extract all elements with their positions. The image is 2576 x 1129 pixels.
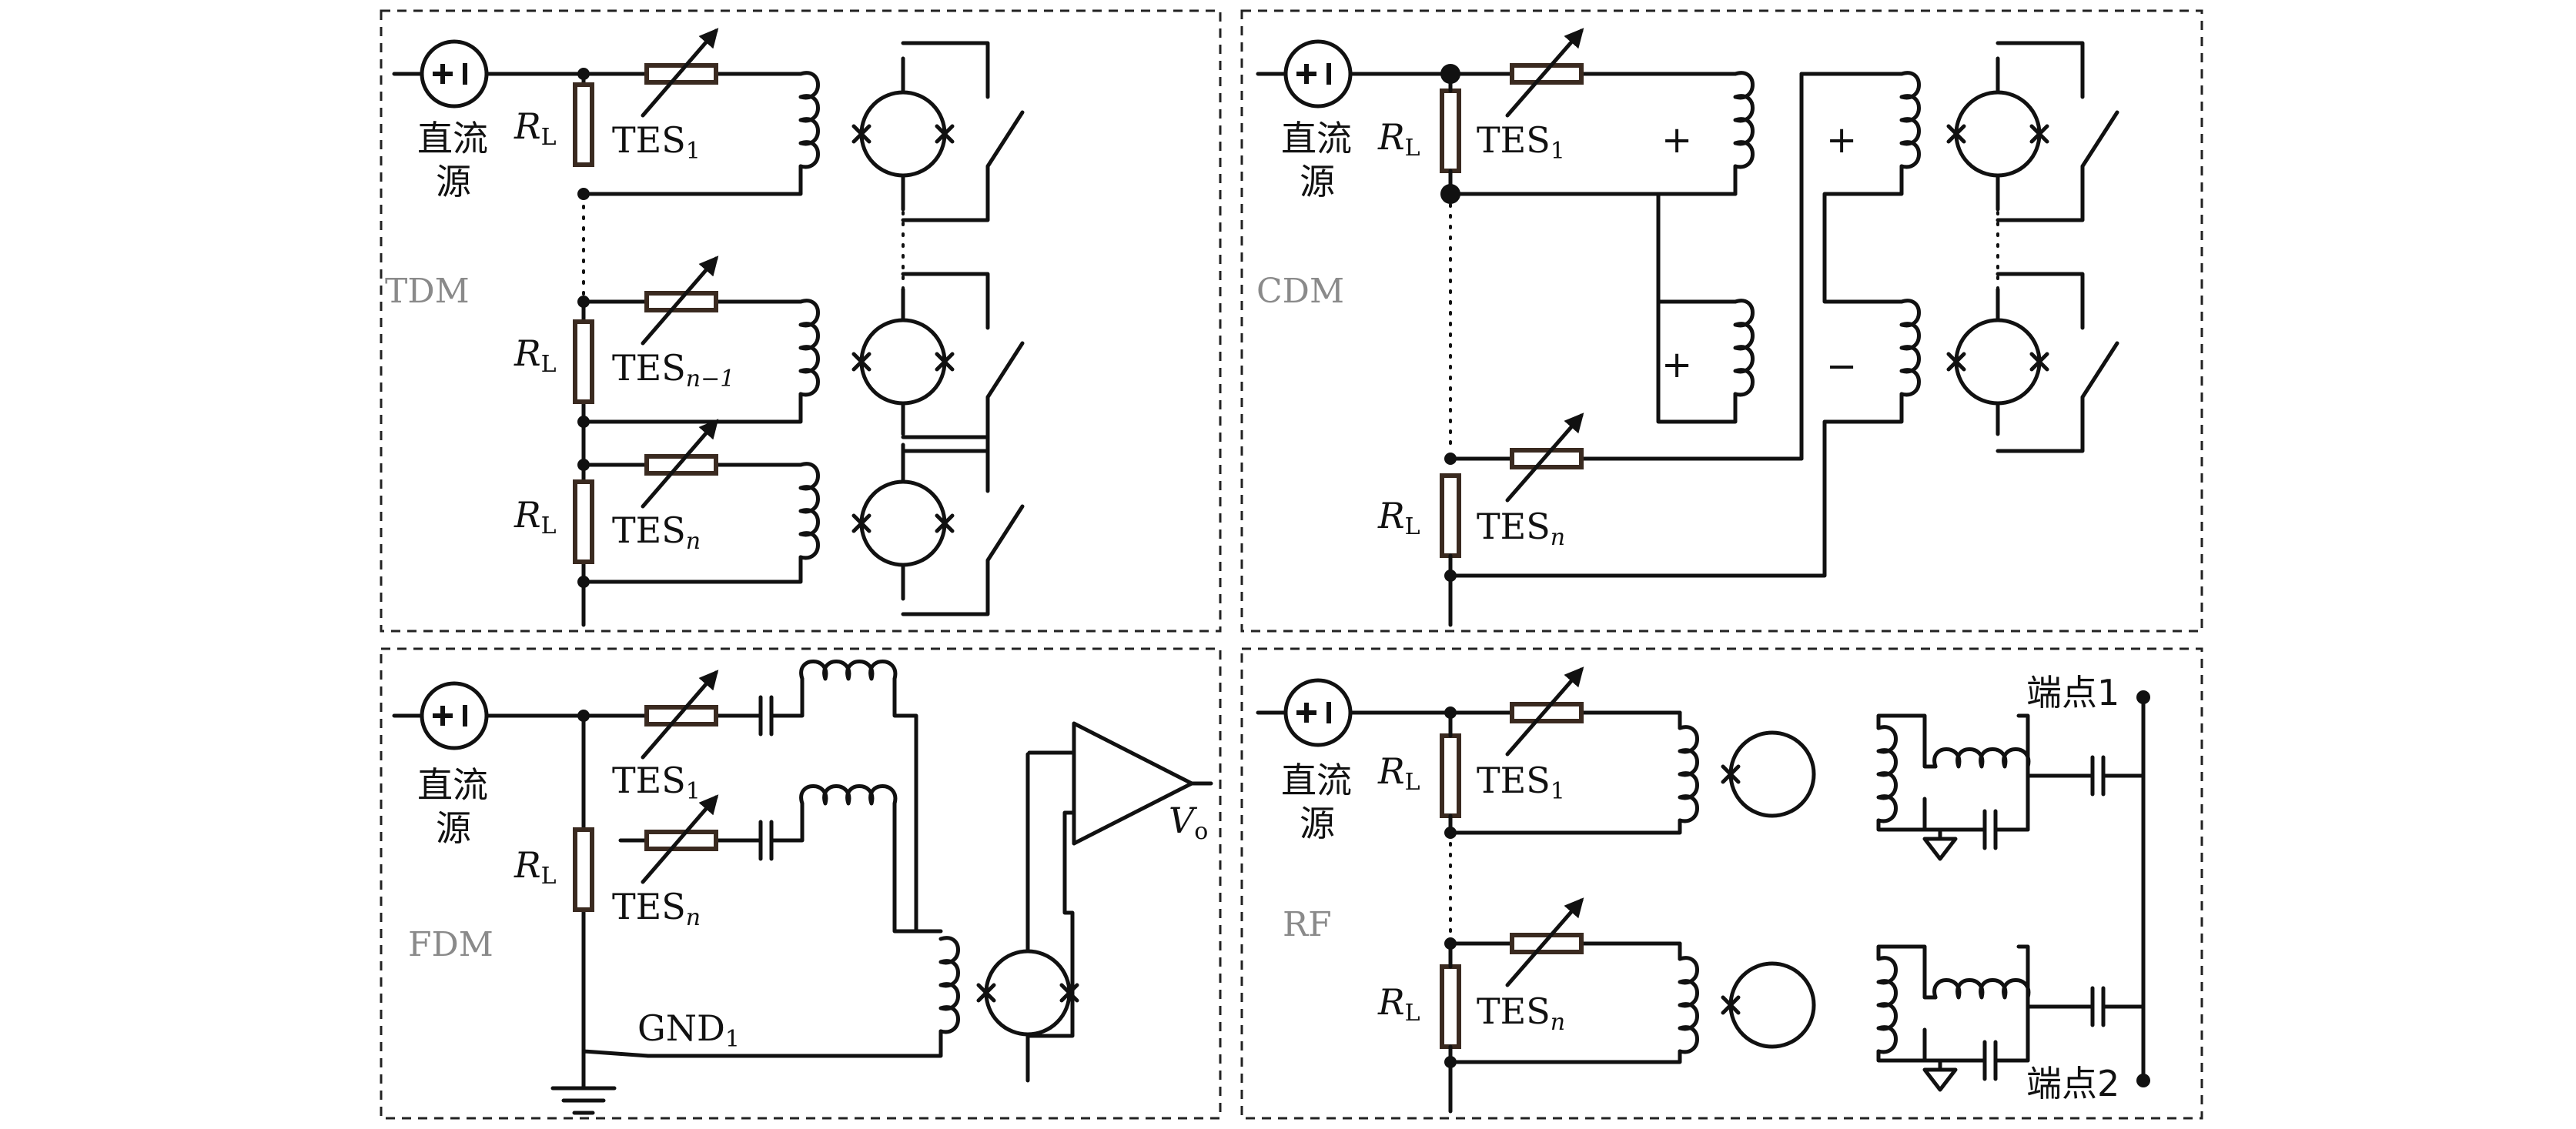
coil-icon (1935, 980, 2029, 998)
tes-label: TESn (612, 509, 701, 555)
mode-label-cdm: CDM (1256, 272, 1344, 311)
tes-label: TES1 (612, 760, 701, 805)
coil-polarity-sign: − (1826, 345, 1857, 388)
panel-tdm: TDM 直流 源 RL TES1 RL T (385, 28, 1022, 627)
dc-source-icon (1286, 42, 1350, 106)
dc-source-icon (422, 42, 487, 106)
source-label: 源 (436, 807, 471, 849)
source-label: 源 (1300, 803, 1335, 844)
load-resistor-label: RL (1377, 116, 1420, 162)
tes-label: TES1 (1477, 760, 1565, 805)
tes-label: TES1 (1477, 119, 1565, 165)
amplifier-icon (1072, 721, 1194, 846)
load-resistor-icon (575, 830, 592, 910)
load-resistor-label: RL (514, 332, 557, 378)
panel-border-fdm (380, 647, 1222, 1120)
ground-icon (553, 1073, 614, 1113)
coil-icon (1878, 958, 1896, 1052)
load-resistor-icon (1442, 91, 1459, 171)
switch-icon (1998, 274, 2117, 451)
capacitor-icon (2079, 988, 2117, 1025)
squid-icon (1949, 92, 2047, 175)
coil-icon (801, 73, 818, 167)
coil-icon (941, 938, 958, 1032)
load-resistor-icon (575, 482, 592, 562)
ground-icon (1925, 1061, 1955, 1090)
coil-icon (1680, 958, 1698, 1052)
dc-source-icon (1286, 680, 1350, 745)
coil-icon (1680, 727, 1698, 821)
panel-fdm: FDM 直流 源 RL TES1 TESn GND1 (392, 662, 1213, 1114)
panel-border-tdm (380, 9, 1222, 633)
coil-polarity-sign: + (1826, 119, 1857, 162)
panel-border-rf (1240, 647, 2203, 1120)
coil-icon (1735, 73, 1753, 167)
tes-label: TESn (1477, 990, 1565, 1036)
tes-label: TESn (1477, 506, 1565, 551)
load-resistor-label: RL (514, 844, 557, 890)
load-resistor-label: RL (1377, 495, 1420, 540)
coil-icon (801, 301, 818, 395)
coil-icon (801, 787, 895, 804)
source-label: 源 (1300, 161, 1335, 202)
panel-border-cdm (1240, 9, 2203, 633)
coil-icon (1935, 750, 2029, 767)
load-resistor-icon (1442, 967, 1459, 1047)
capacitor-icon (747, 697, 785, 734)
load-resistor-label: RL (1377, 981, 1420, 1027)
coil-polarity-sign: + (1661, 343, 1692, 386)
port-1-label: 端点1 (2026, 672, 2119, 713)
switch-icon (903, 43, 1022, 220)
load-resistor-icon (1442, 736, 1459, 816)
coil-icon (1902, 73, 1919, 167)
panel-rf: RF 直流 源 RL TES1 (1256, 666, 2150, 1114)
coil-polarity-sign: + (1661, 119, 1692, 162)
coil-icon (1902, 301, 1919, 395)
tes-label: TESn (612, 886, 701, 931)
source-label: 直流 (417, 764, 488, 806)
mode-label-rf: RF (1283, 905, 1332, 944)
load-resistor-icon (575, 85, 592, 165)
capacitor-icon (747, 822, 785, 859)
ground-label: GND1 (637, 1007, 740, 1053)
coil-icon (1735, 301, 1753, 395)
squid-icon (854, 92, 952, 175)
mode-label-fdm: FDM (408, 925, 493, 964)
squid-icon (1723, 733, 1814, 816)
ground-icon (1925, 830, 1955, 859)
source-label: 直流 (1281, 760, 1352, 801)
source-label: 直流 (417, 118, 488, 159)
squid-icon (979, 951, 1077, 1034)
load-resistor-icon (1442, 476, 1459, 556)
switch-icon (1998, 43, 2117, 220)
capacitor-icon (1971, 811, 2009, 848)
dc-source-icon (422, 683, 487, 748)
capacitor-icon (2079, 757, 2117, 794)
squid-icon (854, 320, 952, 403)
coil-icon (1878, 727, 1896, 821)
source-label: 源 (436, 161, 471, 202)
squid-icon (854, 482, 952, 565)
output-voltage-label: Vo (1169, 800, 1208, 845)
switch-icon (903, 274, 1022, 451)
coil-icon (801, 662, 895, 680)
switch-icon (903, 437, 1022, 614)
load-resistor-label: RL (514, 105, 557, 151)
squid-icon (1949, 320, 2047, 403)
load-resistor-label: RL (514, 494, 557, 539)
load-resistor-icon (575, 322, 592, 402)
coil-icon (801, 464, 818, 558)
panel-cdm: CDM 直流 源 RL TES1 + + + − (1256, 28, 2117, 627)
mode-label-tdm: TDM (385, 272, 470, 311)
load-resistor-label: RL (1377, 750, 1420, 796)
squid-icon (1723, 964, 1814, 1047)
source-label: 直流 (1281, 118, 1352, 159)
port-2-label: 端点2 (2026, 1063, 2119, 1104)
capacitor-icon (1971, 1042, 2009, 1079)
tes-label: TES1 (612, 119, 701, 165)
tes-label: TESn−1 (612, 347, 734, 392)
